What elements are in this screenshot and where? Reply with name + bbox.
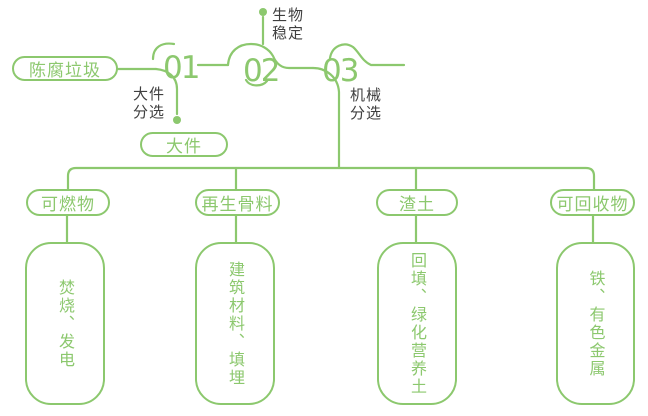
arc-over-01: [151, 42, 176, 61]
category-pill-recyclables: 可回收物: [550, 189, 635, 216]
dip-03-and-drop: [311, 66, 341, 170]
bulky-output-pill: 大件: [140, 132, 228, 157]
dot-bio-stable: [259, 8, 267, 16]
step-number-02: 02: [243, 53, 280, 89]
disposal-box-recycled-aggregate: 建筑材料、填埋: [195, 242, 275, 405]
disposal-box-combustibles: 焚烧、发电: [25, 242, 105, 405]
bulky-output-label: 大件: [166, 137, 202, 157]
source-pill: 陈腐垃圾: [12, 56, 118, 81]
category-label: 可燃物: [41, 195, 95, 215]
label-mechanical-sorting: 机械 分选: [350, 86, 383, 122]
arc-over-03-and-out: [328, 43, 406, 67]
label-bulky-sorting: 大件 分选: [133, 85, 166, 121]
category-pill-recycled-aggregate: 再生骨料: [195, 189, 280, 216]
category-label: 渣土: [399, 195, 435, 215]
step-number-03: 03: [322, 53, 359, 89]
disposal-text: 铁、有色金属: [586, 269, 606, 378]
disposal-box-slag-soil: 回填、绿化营养土: [377, 242, 457, 405]
disposal-box-recyclables: 铁、有色金属: [556, 242, 635, 405]
distribution-bus: [66, 166, 596, 192]
dome-over-02: [226, 42, 315, 70]
category-pill-slag-soil: 渣土: [376, 189, 458, 216]
label-bio-stabilization: 生物 稳定: [272, 6, 305, 42]
disposal-text: 建筑材料、填埋: [226, 260, 245, 387]
category-label: 再生骨料: [201, 195, 274, 215]
source-label: 陈腐垃圾: [29, 61, 101, 81]
disposal-text: 焚烧、发电: [56, 278, 75, 369]
drop-01-to-bulky: [154, 67, 179, 116]
smile-under-02: [244, 78, 269, 87]
dot-bulky: [173, 116, 181, 124]
disposal-text: 回填、绿化营养土: [408, 251, 427, 396]
category-pill-combustibles: 可燃物: [26, 189, 110, 216]
category-label: 可回收物: [556, 195, 629, 215]
step-number-01: 01: [163, 50, 200, 86]
